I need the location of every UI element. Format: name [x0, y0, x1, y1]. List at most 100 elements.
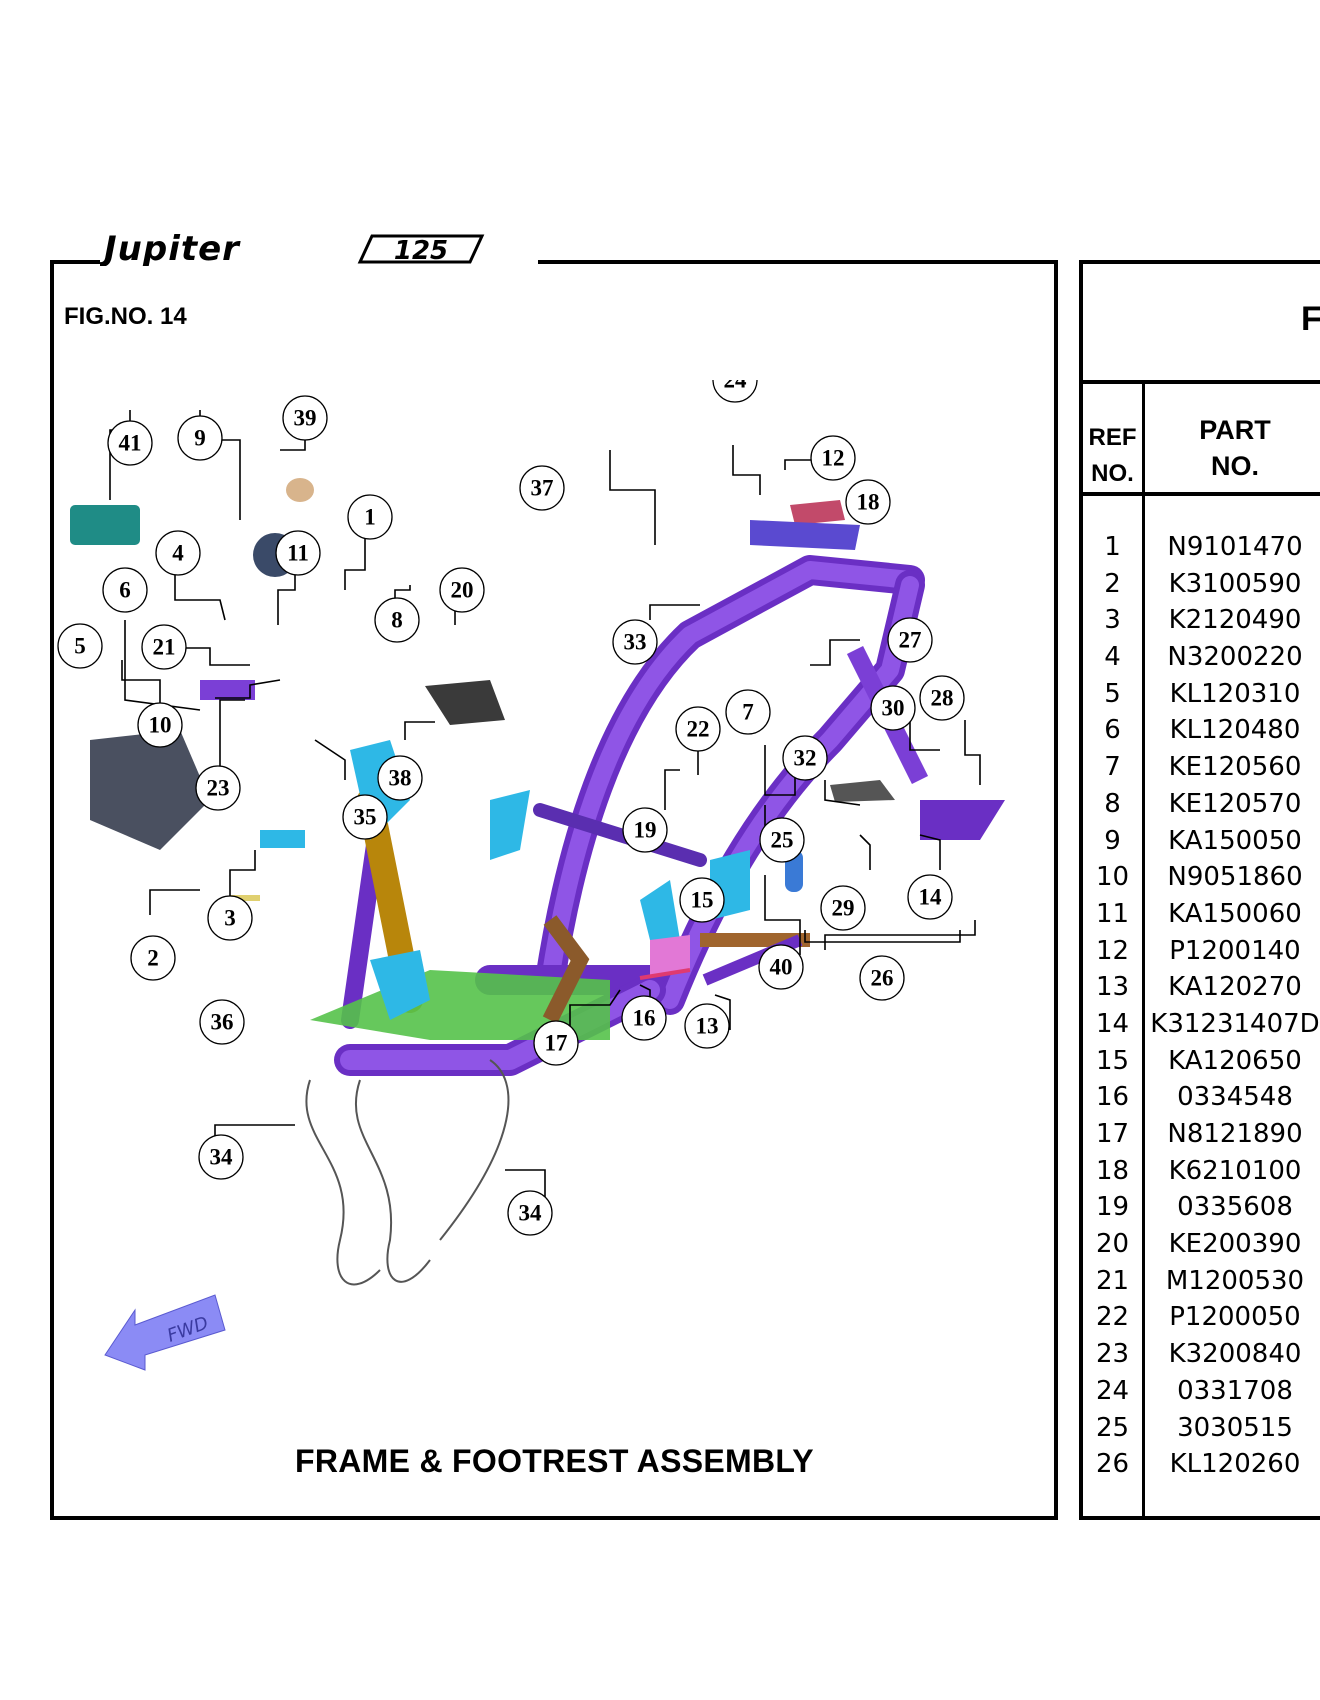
cyan-brackets: [350, 740, 750, 1020]
svg-text:22: 22: [687, 717, 710, 742]
ref-number: 21: [1095, 1265, 1130, 1296]
svg-text:19: 19: [634, 818, 657, 843]
callout-27: 27: [887, 617, 933, 663]
part-number: 3030515: [1177, 1412, 1293, 1443]
grey-panel-component: [90, 730, 210, 850]
callout-7: 7: [725, 689, 771, 735]
callout-20: 20: [439, 567, 485, 613]
svg-text:41: 41: [119, 431, 142, 456]
svg-text:28: 28: [931, 686, 954, 711]
svg-text:9: 9: [194, 426, 206, 451]
part-number: P1200050: [1169, 1302, 1301, 1333]
callout-3: 3: [207, 895, 253, 941]
svg-text:14: 14: [919, 885, 943, 910]
ref-number: 23: [1095, 1339, 1130, 1370]
callout-29: 29: [820, 885, 866, 931]
svg-text:1: 1: [364, 505, 376, 530]
part-number: N8121890: [1167, 1119, 1303, 1149]
part-number: KE200390: [1168, 1229, 1302, 1260]
table-row: 18 K6210100: [1083, 1153, 1320, 1190]
svg-text:16: 16: [633, 1006, 656, 1031]
svg-text:40: 40: [770, 955, 793, 980]
ref-number: 25: [1095, 1412, 1130, 1443]
callout-28: 28: [919, 675, 965, 721]
svg-text:20: 20: [451, 578, 474, 603]
ref-number: 3: [1104, 605, 1121, 636]
callout-21: 21: [141, 624, 187, 670]
ref-number: 24: [1095, 1375, 1130, 1406]
table-row: 5 KL120310: [1083, 676, 1320, 713]
part-number: KL120260: [1169, 1449, 1301, 1480]
ref-number: 6: [1104, 715, 1121, 746]
svg-text:13: 13: [696, 1014, 719, 1039]
table-row: 23 K3200840: [1083, 1336, 1320, 1373]
svg-text:12: 12: [822, 446, 845, 471]
table-row: 24 0331708: [1083, 1373, 1320, 1410]
svg-text:21: 21: [153, 635, 176, 660]
part-number: KE120560: [1168, 752, 1302, 783]
callout-8: 8: [374, 597, 420, 643]
part-number: KA150060: [1168, 898, 1302, 929]
callout-12: 12: [810, 435, 856, 481]
table-row: 20 KE200390: [1083, 1226, 1320, 1263]
ref-number: 16: [1095, 1082, 1130, 1113]
assembly-title: FRAME & FOOTREST ASSEMBLY: [295, 1443, 814, 1479]
part-number: N9101470: [1167, 532, 1303, 562]
callout-5: 5: [57, 623, 103, 669]
svg-text:30: 30: [882, 696, 905, 721]
diagram-frame: [50, 260, 1058, 1520]
callout-4: 4: [155, 530, 201, 576]
svg-text:6: 6: [119, 578, 131, 603]
callout-10: 10: [137, 702, 183, 748]
callout-37: 37: [519, 465, 565, 511]
part-number: K3200840: [1168, 1339, 1302, 1370]
svg-text:35: 35: [354, 805, 377, 830]
part-number: KA120270: [1168, 972, 1302, 1003]
ref-number: 5: [1104, 678, 1121, 709]
callout-18: 18: [845, 479, 891, 525]
callout-11: 11: [275, 530, 321, 576]
svg-text:25: 25: [771, 828, 794, 853]
part-number: K6210100: [1168, 1155, 1302, 1186]
svg-text:3: 3: [224, 906, 236, 931]
ref-number: 18: [1095, 1155, 1130, 1186]
callout-22: 22: [675, 706, 721, 752]
part-number: KA150050: [1168, 825, 1302, 856]
ref-number: 14: [1095, 1008, 1130, 1039]
callout-17: 17: [533, 1020, 579, 1066]
part-number: KL120310: [1169, 678, 1301, 709]
ref-no-header: REF NO.: [1088, 424, 1137, 487]
svg-text:Jupiter: Jupiter: [100, 232, 241, 266]
svg-text:18: 18: [857, 490, 880, 515]
ref-number: 4: [1104, 642, 1121, 673]
ref-number: 20: [1095, 1229, 1130, 1260]
svg-text:27: 27: [899, 628, 922, 653]
part-number: KE120570: [1168, 788, 1302, 819]
svg-text:38: 38: [389, 766, 412, 791]
svg-text:2: 2: [147, 946, 159, 971]
table-row: 21 M1200530: [1083, 1263, 1320, 1300]
svg-text:8: 8: [391, 608, 403, 633]
part-number: M1200530: [1165, 1265, 1305, 1296]
callout-24: 24: [712, 380, 758, 403]
svg-text:11: 11: [287, 541, 309, 566]
fwd-arrow-icon: FWD: [104, 1294, 226, 1371]
callout-25: 25: [759, 817, 805, 863]
svg-text:24: 24: [724, 380, 748, 393]
table-title-fragment: F: [1301, 300, 1320, 338]
jupiter-125-logo: Jupiter 125: [100, 232, 485, 266]
part-number: 0331708: [1177, 1375, 1293, 1406]
